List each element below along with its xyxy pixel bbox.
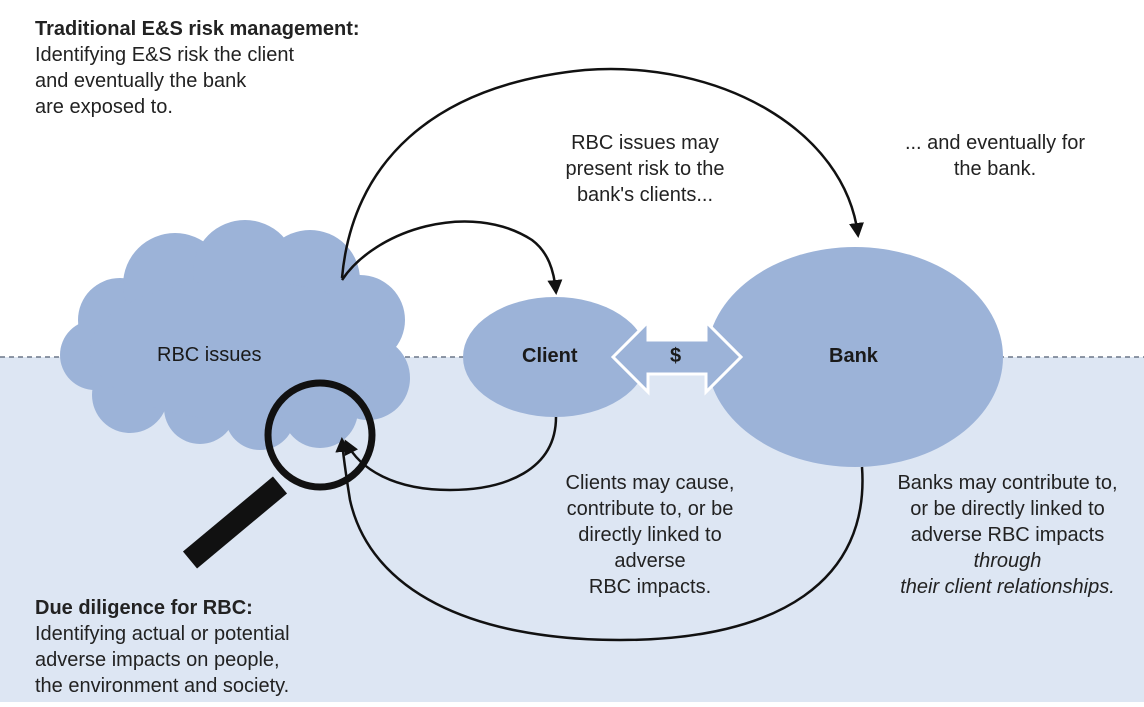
rbc-issues-label: RBC issues: [157, 344, 262, 366]
rbc-present-risk-line: bank's clients...: [576, 184, 714, 206]
arrow-rbc-to-bank: [340, 67, 864, 279]
bank-ellipse: [707, 247, 1003, 467]
magnifying-glass-icon: [182, 379, 376, 569]
traditional-risk-line: and eventually the bank: [35, 70, 247, 92]
traditional-risk-text: Traditional E&S risk management: Identif…: [35, 16, 360, 120]
clients-cause-line: Clients may cause,: [565, 472, 735, 494]
clients-cause-text: Clients may cause, contribute to, or be …: [525, 470, 775, 600]
banks-contribute-text: Banks may contribute to, or be directly …: [875, 470, 1140, 600]
rbc-present-risk-text: RBC issues may present risk to the bank'…: [530, 130, 760, 208]
money-double-arrow: [610, 318, 744, 396]
bank-label: Bank: [829, 345, 878, 367]
banks-contribute-line: Banks may contribute to,: [897, 472, 1118, 494]
arrow-rbc-to-client: [340, 220, 563, 295]
clients-cause-line: directly linked to: [578, 524, 722, 546]
arrow-bank-to-rbc: [335, 437, 864, 642]
banks-contribute-line: or be directly linked to: [910, 498, 1105, 520]
due-diligence-text: Due diligence for RBC: Identifying actua…: [35, 595, 290, 699]
clients-cause-line: RBC impacts.: [588, 576, 712, 598]
rbc-present-risk-line: RBC issues may: [571, 132, 719, 154]
clients-cause-line: contribute to, or be: [566, 498, 734, 520]
banks-contribute-italic-line: through: [973, 550, 1042, 572]
banks-contribute-line: adverse RBC impacts: [910, 524, 1105, 546]
due-diligence-line: Identifying actual or potential: [35, 623, 290, 645]
rbc-issues-cloud: [60, 220, 410, 450]
eventually-bank-text: ... and eventually for the bank.: [875, 130, 1115, 182]
traditional-risk-line: Identifying E&S risk the client: [35, 44, 295, 66]
traditional-risk-title: Traditional E&S risk management:: [35, 18, 360, 40]
client-label: Client: [522, 345, 578, 367]
banks-contribute-italic-line: their client relationships.: [900, 576, 1115, 598]
traditional-risk-line: are exposed to.: [35, 96, 173, 118]
due-diligence-title: Due diligence for RBC:: [35, 597, 253, 619]
eventually-bank-line: ... and eventually for: [904, 132, 1086, 154]
client-ellipse: [463, 297, 647, 417]
due-diligence-line: adverse impacts on people,: [35, 649, 280, 671]
clients-cause-line: adverse: [614, 550, 686, 572]
rbc-present-risk-line: present risk to the: [565, 158, 725, 180]
money-label: $: [670, 345, 682, 367]
eventually-bank-line: the bank.: [953, 158, 1037, 180]
due-diligence-line: the environment and society.: [35, 675, 290, 697]
